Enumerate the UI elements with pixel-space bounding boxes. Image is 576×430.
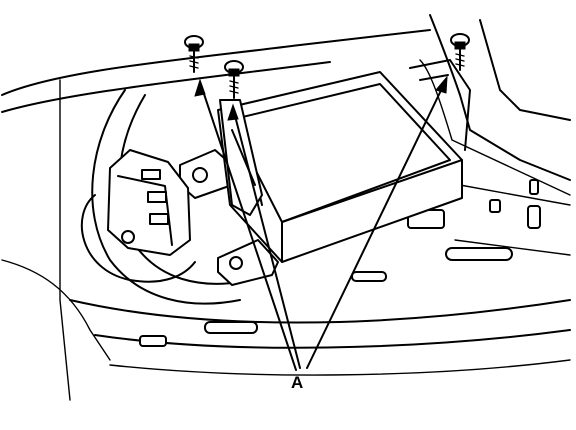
- callout-label-a: A: [291, 373, 304, 392]
- mounting-panel: [1, 14, 571, 401]
- mounting-bolt-1: [184, 35, 204, 73]
- callout-leaders: [194, 75, 448, 371]
- control-module: [217, 59, 471, 263]
- connector: [80, 149, 196, 283]
- mounting-bolt-2: [224, 60, 244, 99]
- mounting-bolt-3: [450, 33, 470, 71]
